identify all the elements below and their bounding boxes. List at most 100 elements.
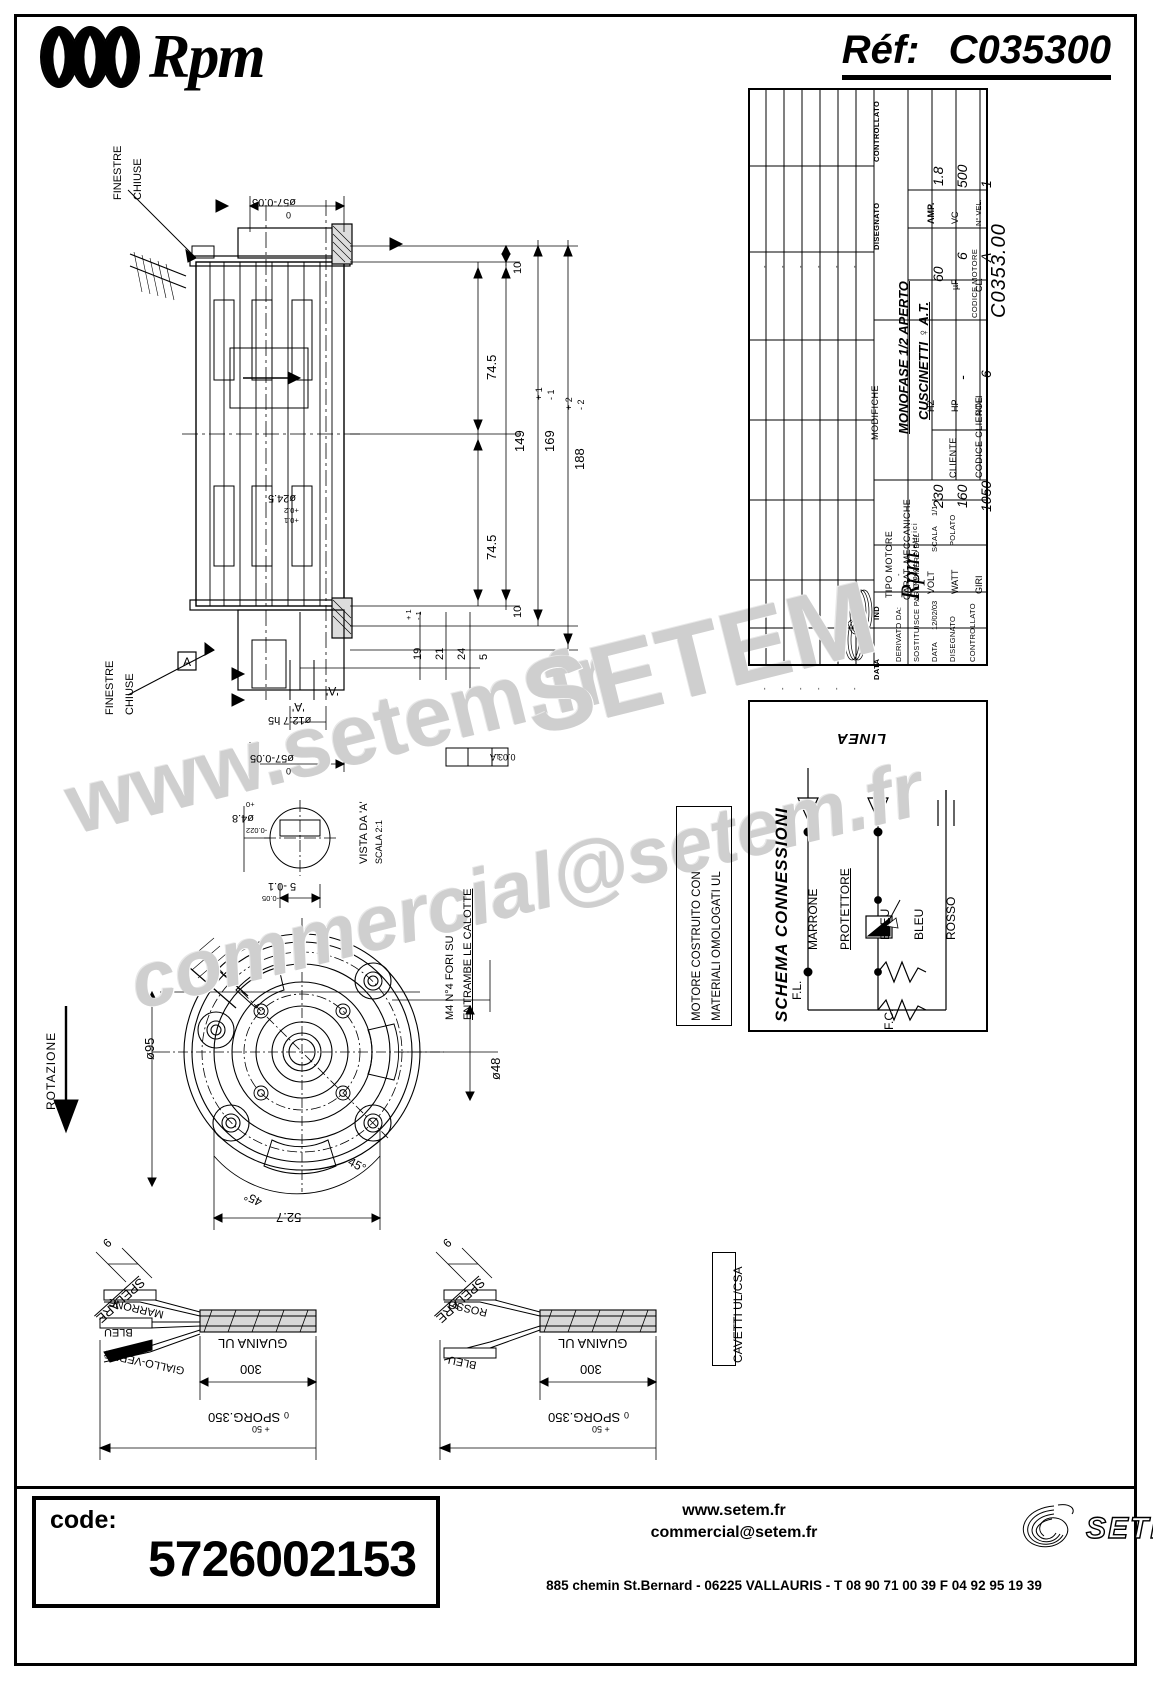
schema-label-fl: F.L. [790,980,804,1000]
tb-label-uf: µF [950,279,960,290]
note-finestre-chiuse-1b: CHIUSE [132,158,144,200]
tb-dash-9: - [796,687,805,691]
dim-10-top: 10 [512,261,524,274]
tb-label-hp: HP [950,399,960,412]
dim-d57-bot: ø57-0.05 [250,752,295,764]
datum-a: A [183,655,192,669]
tb-header-ind: IND [872,605,881,620]
dim-19-tol-up: + 1 [404,609,413,620]
cable-right-sporg: SPORG.350 [548,1410,621,1425]
dim-5-tol: 5 -0.1 [268,880,297,892]
dim-d4-8: ø4.8 [232,812,255,824]
tb-header-data: DATA [872,658,881,680]
dim-d4-8-tol-up: +0 [246,800,255,809]
cable-right-guaina: GUAINA UL [558,1336,628,1351]
tb-label-controllato: CONTROLLATO [968,603,977,662]
tb-label-scala: SCALA [930,525,939,552]
setem-logo-text: SETEM [1085,1511,1153,1545]
dim-169-tol-up: + 1 [534,387,544,400]
schema-label-fc: F.C. [882,1008,896,1030]
tb-value-sostituisce: - [912,537,921,541]
dim-d24-5-tol-up: +0.2 [284,506,299,515]
dim-149: 149 [512,430,527,452]
cable-left-wire-bleu: BLEU [104,1326,133,1338]
tb-label-nvel: N° VEL. [974,199,983,226]
code-value: 5726002153 [148,1531,417,1587]
note-scala-21: SCALA 2:1 [374,819,384,864]
setem-contact: www.setem.fr commercial@setem.fr [454,1500,1014,1543]
footer-divider [14,1486,1137,1489]
tb-dash-11: - [832,687,841,691]
dim-52-7: 52.7 [276,1210,302,1225]
setem-email[interactable]: commercial@setem.fr [650,1523,818,1541]
dim-74-5-b: 74.5 [484,534,499,560]
dim-19: 19 [412,647,424,660]
dim-d24-5-tol-lo: +0.1 [284,516,299,525]
material-note-box: MOTORE COSTRUITO CON MATERIALI OMOLOGATI… [676,806,732,1026]
dim-d12-7: ø12.7 h5 [268,714,312,726]
tb-value-poli: 6 [978,370,994,378]
schema-label-protettore: PROTETTORE [838,868,852,950]
tb-value-data: 12/02/03 [930,600,939,630]
dim-24: 24 [456,647,468,660]
tb-value-scala: 1/1 [930,505,939,516]
tb-value-volt: 230 [930,484,946,508]
dim-d95: ø95 [142,1037,157,1060]
schema-label-bleu-1: BLEU [878,908,892,940]
flatness-value: 0.03 A [490,752,516,762]
cable-left-len-300: 300 [240,1362,262,1377]
page-footer: code: 5726002153 www.setem.fr commercial… [14,1486,1153,1666]
cavetti-note-text: CAVETTI UL/CSA [731,1266,745,1363]
tb-value-derivato-da: - [894,573,903,577]
tb-label-data: DATA [930,641,939,662]
rpm-coil-icon [40,26,140,88]
dim-d24-5: ø24.5 [268,492,297,504]
tb-dash-3: - [796,265,805,269]
tb-value-codice-motore: C0353.00 [988,223,1010,318]
tb-value-vc: 500 [954,164,970,188]
tb-dash-7: - [760,687,769,691]
cable-left-guaina: GUAINA UL [218,1336,288,1351]
dim-19-tol-lo: - 1 [414,611,423,620]
note-m4-line2: ENTRAMBE LE CALOTTE [462,888,474,1020]
cable-left-sporg-tol-lo: 0 [284,1410,290,1420]
code-box: code: 5726002153 [32,1496,440,1608]
tb-label-amp: AMP. [926,202,936,224]
tb-dash-8: - [778,687,787,691]
tb-label-vc: VC [950,211,960,224]
section-label-a2: 'A' [326,684,339,698]
schema-label-rosso: ROSSO [944,896,958,940]
tb-label-hz: HZ [926,400,936,412]
dim-10-bot: 10 [512,605,524,618]
schema-linea-label: LINEA [836,730,886,747]
tb-value-hp: - [954,375,970,380]
tb-header-disegnato: DISEGNATO [872,202,881,251]
tb-label-giri: GIRI [974,575,984,594]
ref-value: C035300 [948,28,1111,72]
tb-value-watt: 160 [954,484,970,508]
section-label-a1: 'A' [292,700,305,714]
rpm-logo-text: Rpm [149,23,266,91]
tb-label-sostituisce: SOSTITUISCE PARI NUMERO DEL [912,532,921,662]
note-rotazione: ROTAZIONE [44,1031,58,1110]
cable-right-sporg-tol-up: + 50 [592,1424,610,1434]
dim-d57-top-tol: 0 [286,210,292,220]
tb-label-codice-motore: CODICE MOTORE [970,248,979,318]
tb-header-controllato: CONTROLLATO [872,100,881,162]
note-finestre-chiuse-1a: FINESTRE [112,145,124,200]
cable-left-sporg: SPORG.350 [208,1410,281,1425]
tb-label-disegnato: DISEGNATO [948,615,957,662]
tb-value-amp: 1.8 [930,166,946,186]
tb-value-hz: 60 [930,266,946,282]
rpm-logo: Rpm [40,23,266,91]
dim-d4-8-tol-lo: -0.022 [246,826,268,835]
dim-188: 188 [572,448,587,470]
material-note-line2: MATERIALI OMOLOGATI UL [711,871,723,1021]
ref-label: Réf: [841,28,920,72]
cable-left-sporg-tol-up: + 50 [252,1424,270,1434]
dim-5: 5 [478,653,490,660]
setem-website[interactable]: www.setem.fr [682,1502,786,1519]
dim-d57-top: ø57-0.05 [252,196,297,208]
tb-label-watt: WATT [950,569,960,595]
